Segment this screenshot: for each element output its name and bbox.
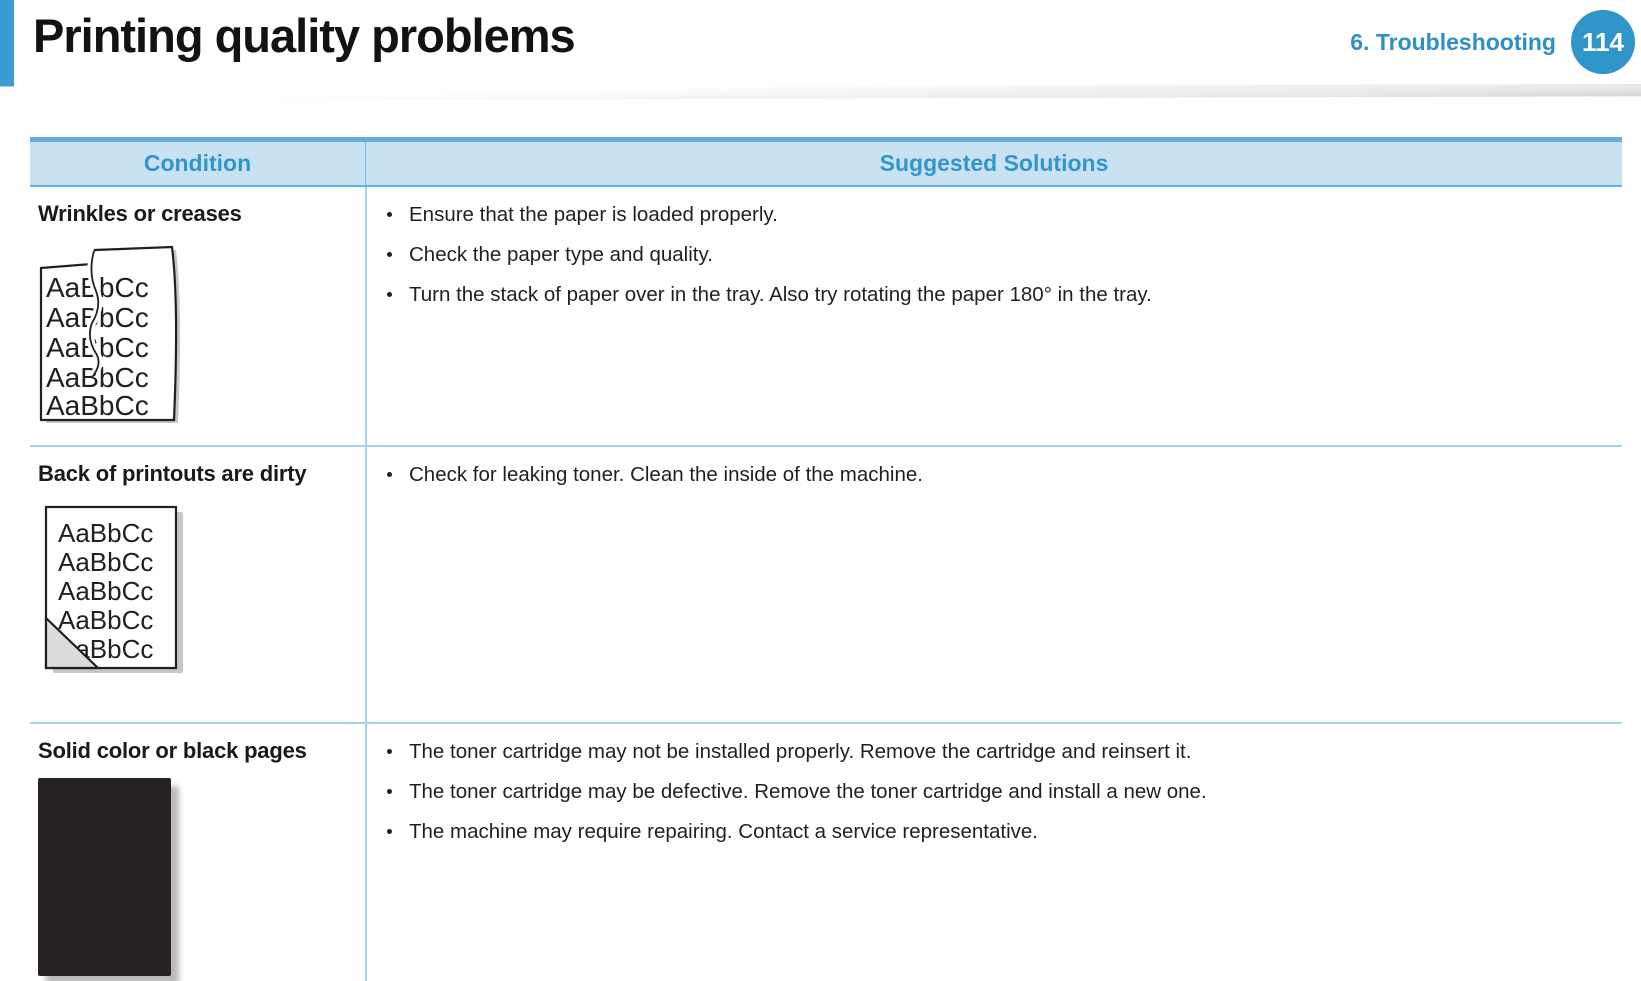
chapter-label: 6. Troubleshooting	[1350, 28, 1556, 55]
solution-text: Check the paper type and quality.	[409, 243, 713, 266]
solution-item: Turn the stack of paper over in the tray…	[385, 281, 1612, 308]
solution-text: The machine may require repairing. Conta…	[409, 820, 1038, 843]
solutions-list: Ensure that the paper is loaded properly…	[385, 201, 1612, 308]
solution-text: The toner cartridge may be defective. Re…	[409, 780, 1207, 803]
bullet-icon	[385, 738, 409, 765]
bullet-icon	[385, 201, 409, 228]
troubleshooting-table: Condition Suggested Solutions Wrinkles o…	[30, 137, 1622, 981]
solution-item: Check for leaking toner. Clean the insid…	[385, 461, 1612, 488]
header-accent-bar	[0, 0, 14, 91]
table-row-dirty-back: Back of printouts are dirty AaBbCc AaBbC…	[30, 445, 1622, 722]
table-header-row: Condition Suggested Solutions	[30, 137, 1622, 187]
solutions-cell: Check for leaking toner. Clean the insid…	[365, 447, 1622, 722]
condition-title: Back of printouts are dirty	[38, 461, 307, 486]
paper-text-line: AaBbCc	[58, 547, 153, 577]
solution-text: Turn the stack of paper over in the tray…	[409, 283, 1152, 306]
solid-black-page-illustration	[38, 778, 171, 976]
solution-text: The toner cartridge may not be installed…	[409, 740, 1192, 763]
table-row-wrinkles: Wrinkles or creases AaBbCc AaBbCc AaBbCc…	[30, 187, 1622, 445]
condition-cell: Back of printouts are dirty AaBbCc AaBbC…	[30, 447, 365, 722]
condition-cell: Solid color or black pages	[30, 724, 365, 981]
page-title: Printing quality problems	[33, 9, 576, 62]
condition-cell: Wrinkles or creases AaBbCc AaBbCc AaBbCc…	[30, 187, 365, 445]
column-header-solutions: Suggested Solutions	[365, 142, 1622, 185]
page-number-badge: 114	[1571, 10, 1635, 74]
page-header: Printing quality problems 6. Troubleshoo…	[0, 0, 1641, 91]
solution-item: The toner cartridge may be defective. Re…	[385, 778, 1612, 805]
table-row-solid-black: Solid color or black pages The toner car…	[30, 722, 1622, 981]
solutions-cell: Ensure that the paper is loaded properly…	[365, 187, 1622, 445]
solutions-list: The toner cartridge may not be installed…	[385, 738, 1612, 845]
folded-corner	[44, 615, 101, 670]
solution-item: Check the paper type and quality.	[385, 241, 1612, 268]
header-right-group: 6. Troubleshooting 114	[1350, 0, 1635, 84]
paper-text-line: AaBbCc	[46, 390, 149, 421]
solution-item: The toner cartridge may not be installed…	[385, 738, 1612, 765]
condition-title: Solid color or black pages	[38, 738, 307, 763]
bullet-icon	[385, 241, 409, 268]
bullet-icon	[385, 281, 409, 308]
header-shadow-divider	[0, 84, 1641, 101]
bullet-icon	[385, 778, 409, 805]
folded-corner-paper-illustration: AaBbCc AaBbCc AaBbCc AaBbCc AaBbCc	[44, 505, 183, 673]
solution-text: Ensure that the paper is loaded properly…	[409, 203, 778, 226]
solutions-cell: The toner cartridge may not be installed…	[365, 724, 1622, 981]
column-header-condition: Condition	[143, 150, 252, 176]
solution-item: Ensure that the paper is loaded properly…	[385, 201, 1612, 228]
bullet-icon	[385, 461, 409, 488]
solutions-list: Check for leaking toner. Clean the insid…	[385, 461, 1612, 488]
paper-text-line: AaBbCc	[58, 518, 153, 548]
solution-item: The machine may require repairing. Conta…	[385, 818, 1612, 845]
wrinkled-paper-illustration: AaBbCc AaBbCc AaBbCc AaBbCc AaBbCc	[39, 245, 181, 423]
condition-title: Wrinkles or creases	[38, 201, 242, 226]
paper-text-line: AaBbCc	[58, 576, 153, 606]
bullet-icon	[385, 818, 409, 845]
solution-text: Check for leaking toner. Clean the insid…	[409, 463, 923, 486]
paper-text-line: AaBbCc	[58, 605, 153, 635]
